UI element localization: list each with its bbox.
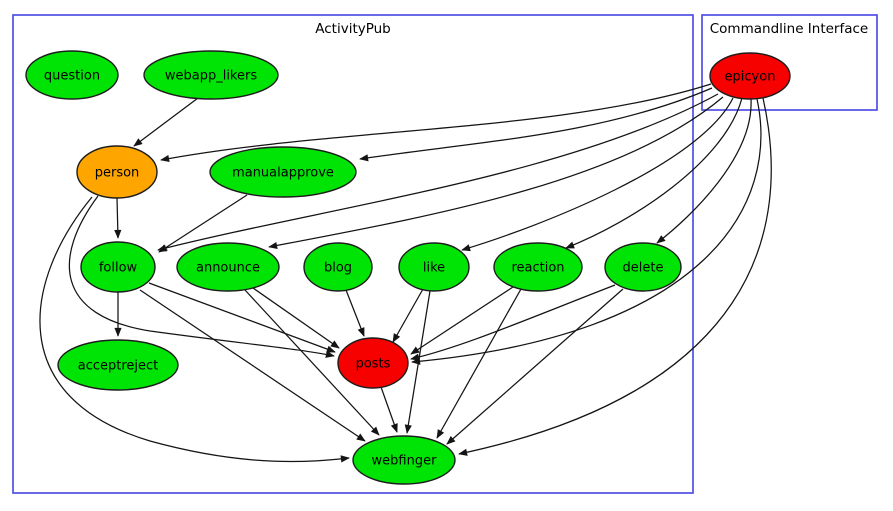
cluster-cli-label: Commandline Interface — [710, 21, 868, 37]
edge-announce-to-posts — [252, 287, 340, 349]
edge-announce-to-webfinger — [244, 289, 380, 436]
cluster-activitypub-box — [12, 14, 694, 494]
node-like: like — [398, 242, 470, 292]
node-person-shape — [76, 145, 158, 199]
node-person: person — [76, 145, 158, 199]
edge-delete-to-webfinger — [446, 288, 624, 445]
node-webapp_likers: webapp_likers — [143, 50, 279, 100]
edge-epicyon-to-like — [461, 97, 734, 252]
node-question: question — [25, 50, 119, 100]
edge-like-to-posts — [392, 288, 424, 343]
edge-epicyon-to-announce — [268, 96, 724, 250]
edge-posts-to-webfinger — [380, 386, 398, 433]
node-announce-shape — [176, 242, 280, 292]
node-announce: announce — [176, 242, 280, 292]
node-follow: follow — [80, 241, 156, 293]
edge-webapp_likers-to-person — [133, 97, 199, 147]
node-delete: delete — [604, 242, 682, 292]
node-reaction-label: reaction — [511, 261, 564, 276]
edge-person-to-posts — [68, 195, 335, 358]
node-announce-label: announce — [196, 261, 260, 276]
node-webapp_likers-label: webapp_likers — [165, 69, 257, 84]
cluster-cli-box — [701, 14, 878, 111]
node-blog-shape — [303, 242, 373, 292]
edge-epicyon-to-delete — [656, 98, 752, 244]
node-acceptreject-shape — [57, 339, 179, 391]
node-blog-label: blog — [324, 261, 352, 276]
node-manualapprove: manualapprove — [209, 146, 357, 198]
node-manualapprove-label: manualapprove — [232, 166, 334, 181]
node-like-label: like — [423, 261, 445, 276]
node-reaction-shape — [493, 242, 583, 292]
node-reaction: reaction — [493, 242, 583, 292]
edge-reaction-to-posts — [410, 286, 514, 355]
node-manualapprove-shape — [209, 146, 357, 198]
node-blog: blog — [303, 242, 373, 292]
edge-epicyon-to-follow — [157, 93, 719, 252]
edge-follow-to-webfinger — [139, 289, 366, 442]
edge-blog-to-posts — [345, 289, 365, 337]
node-delete-shape — [604, 242, 682, 292]
node-posts-label: posts — [356, 357, 391, 372]
node-follow-label: follow — [99, 261, 138, 276]
edge-epicyon-to-webfinger — [458, 97, 772, 456]
node-posts-shape — [337, 337, 409, 389]
edge-epicyon-to-person — [160, 83, 712, 163]
node-webfinger: webfinger — [352, 435, 456, 485]
node-delete-label: delete — [623, 261, 664, 276]
edge-follow-to-posts — [148, 282, 336, 353]
node-person-label: person — [95, 166, 140, 181]
edge-reaction-to-webfinger — [436, 288, 522, 439]
node-epicyon: epicyon — [709, 52, 791, 100]
node-posts: posts — [337, 337, 409, 389]
node-acceptreject: acceptreject — [57, 339, 179, 391]
node-question-shape — [25, 50, 119, 100]
edge-epicyon-to-manualapprove — [359, 87, 713, 162]
node-acceptreject-label: acceptreject — [78, 359, 159, 374]
edge-delete-to-posts — [410, 284, 616, 361]
node-webapp_likers-shape — [143, 50, 279, 100]
edge-epicyon-to-posts — [411, 98, 762, 365]
cluster-activitypub-label: ActivityPub — [315, 21, 391, 37]
edge-epicyon-to-reaction — [565, 97, 743, 249]
node-epicyon-label: epicyon — [725, 70, 776, 85]
node-follow-shape — [80, 241, 156, 293]
edge-person-to-follow — [114, 197, 122, 239]
node-epicyon-shape — [709, 52, 791, 100]
node-like-shape — [398, 242, 470, 292]
node-question-label: question — [44, 69, 100, 84]
node-webfinger-label: webfinger — [372, 454, 438, 469]
edge-person-to-webfinger — [39, 196, 350, 463]
node-webfinger-shape — [352, 435, 456, 485]
edge-manualapprove-to-follow — [158, 194, 248, 253]
